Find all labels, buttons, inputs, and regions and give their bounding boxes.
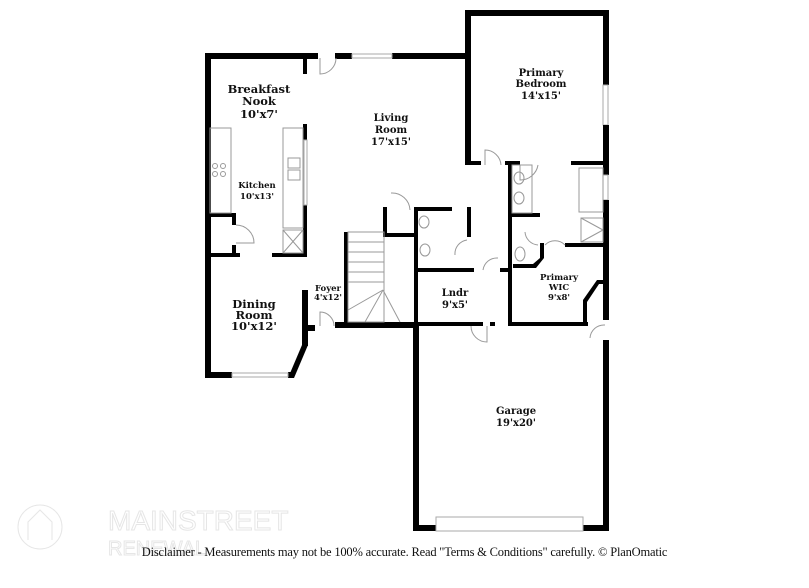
svg-text:10'x13': 10'x13' — [240, 192, 274, 202]
watermark-logo: MAINSTREET RENEWAL — [17, 504, 289, 561]
svg-text:17'x15': 17'x15' — [371, 137, 411, 148]
watermark-subtext: RENEWAL — [108, 538, 206, 560]
disclaimer-text: Disclaimer - Measurements may not be 100… — [141, 545, 668, 559]
interior-walls — [210, 58, 609, 327]
room-label-garage: Garage 19'x20' — [496, 406, 536, 429]
svg-text:Primary: Primary — [519, 68, 565, 79]
svg-text:Garage: Garage — [496, 406, 536, 417]
svg-text:Primary: Primary — [540, 273, 579, 283]
svg-text:Living: Living — [374, 113, 409, 124]
svg-text:Room: Room — [235, 308, 272, 322]
svg-text:Breakfast: Breakfast — [228, 82, 291, 96]
room-label-laundry: Lndr 9'x5' — [442, 288, 469, 311]
svg-text:WIC: WIC — [548, 283, 570, 293]
svg-text:Nook: Nook — [242, 94, 277, 108]
room-label-breakfast-nook: Breakfast Nook 10'x7' — [228, 82, 291, 121]
room-label-primary-wic: Primary WIC 9'x8' — [540, 273, 579, 303]
svg-text:14'x15': 14'x15' — [521, 91, 561, 102]
svg-text:Lndr: Lndr — [442, 288, 469, 299]
svg-text:Room: Room — [375, 125, 408, 136]
svg-text:Bedroom: Bedroom — [516, 79, 567, 90]
room-label-foyer: Foyer 4'x12' — [314, 284, 342, 303]
svg-text:9'x5': 9'x5' — [442, 300, 468, 311]
exterior-walls — [205, 10, 609, 532]
svg-text:4'x12': 4'x12' — [314, 293, 342, 303]
svg-text:10'x12': 10'x12' — [231, 319, 277, 333]
room-label-living-room: Living Room 17'x15' — [371, 113, 411, 148]
svg-text:9'x8': 9'x8' — [548, 293, 570, 303]
svg-text:Kitchen: Kitchen — [238, 181, 276, 191]
room-label-kitchen: Kitchen 10'x13' — [238, 181, 276, 202]
fixtures — [209, 57, 606, 343]
staircase — [347, 231, 401, 323]
room-label-primary-bedroom: Primary Bedroom 14'x15' — [516, 68, 567, 102]
svg-text:19'x20': 19'x20' — [496, 418, 536, 429]
watermark-text: MAINSTREET — [108, 505, 288, 536]
svg-text:10'x7': 10'x7' — [240, 107, 278, 121]
room-label-dining-room: Dining Room 10'x12' — [231, 297, 277, 333]
svg-text:Dining: Dining — [232, 297, 275, 311]
svg-text:Foyer: Foyer — [315, 284, 342, 294]
